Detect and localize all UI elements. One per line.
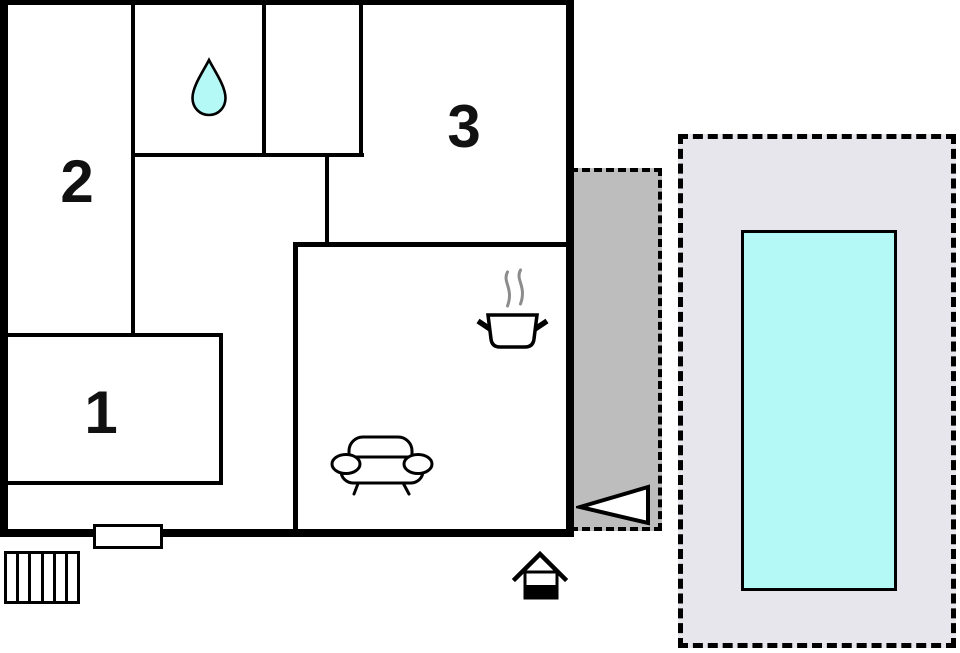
room-3-label: 3 bbox=[447, 92, 481, 160]
house-icon bbox=[511, 549, 569, 603]
stair-step bbox=[67, 554, 78, 601]
wall-outer-top bbox=[0, 0, 574, 5]
room-2-label: 2 bbox=[60, 147, 94, 215]
wall-livingroom-top bbox=[293, 242, 574, 247]
terrace bbox=[570, 168, 662, 531]
entrance-arrow-icon bbox=[576, 483, 652, 527]
wall-bathroom-right bbox=[262, 0, 266, 155]
room-1-label: 1 bbox=[84, 378, 118, 446]
pool-area bbox=[678, 134, 956, 648]
wall-outer-left bbox=[0, 0, 8, 537]
stair-step bbox=[31, 554, 44, 601]
swimming-pool bbox=[741, 230, 897, 591]
wall-room2-right bbox=[131, 0, 135, 337]
stairs-icon bbox=[4, 551, 80, 604]
wall-outer-right bbox=[566, 0, 574, 537]
stair-step bbox=[55, 554, 68, 601]
wall-room3-left-lower bbox=[325, 153, 329, 247]
stair-step bbox=[43, 554, 56, 601]
stair-step bbox=[19, 554, 32, 601]
wall-outer-bottom bbox=[0, 529, 574, 537]
entrance-door bbox=[93, 524, 163, 549]
wall-livingroom-left bbox=[293, 242, 298, 532]
stair-step bbox=[7, 554, 20, 601]
wall-closet-right bbox=[359, 0, 363, 155]
sofa-icon bbox=[330, 431, 435, 497]
wall-bathroom-bottom bbox=[131, 153, 364, 157]
cooking-pot-icon bbox=[470, 263, 555, 353]
water-drop-icon bbox=[189, 57, 229, 119]
